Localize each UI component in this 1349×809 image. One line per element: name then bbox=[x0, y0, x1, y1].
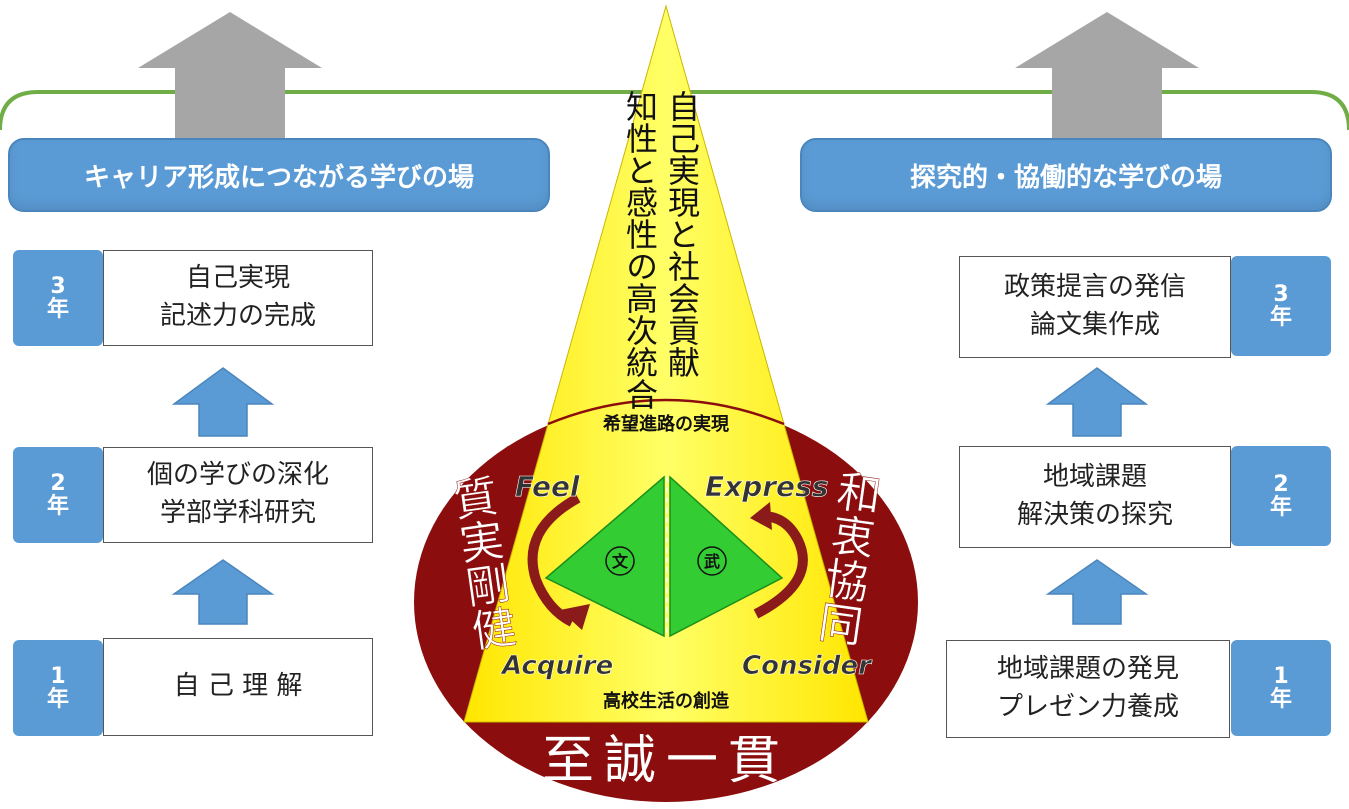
consider-word: Consider bbox=[742, 651, 873, 681]
green-leaf-left bbox=[544, 475, 665, 638]
blue-up-arrow-left-lower bbox=[171, 559, 275, 625]
peak-text-col1: 自己実現と社会貢献 bbox=[663, 90, 701, 378]
bun-seal-text: 文 bbox=[612, 552, 629, 571]
left-grade-1-box: 自 己 理 解 bbox=[103, 638, 373, 736]
bun-seal-icon bbox=[605, 546, 635, 576]
bu-seal-icon bbox=[697, 546, 727, 576]
yellow-pyramid bbox=[463, 4, 869, 723]
right-grade-3-box: 政策提言の発信論文集作成 bbox=[959, 256, 1231, 358]
peak-text-col2: 知性と感性の高次統合 bbox=[621, 90, 659, 410]
left-grade-3-box: 自己実現記述力の完成 bbox=[103, 250, 373, 346]
curved-arrow-left bbox=[527, 493, 581, 627]
bu-seal-text: 武 bbox=[704, 552, 720, 571]
curved-arrow-left-head bbox=[560, 604, 590, 630]
arc-divider bbox=[547, 398, 785, 426]
arc-top-text: 希望進路の実現 bbox=[603, 413, 729, 435]
bottom-banner-text: 至誠一貫 bbox=[542, 731, 790, 791]
express-word: Express bbox=[705, 470, 828, 503]
grey-up-arrow-left bbox=[138, 12, 322, 158]
curved-arrow-right-head bbox=[750, 502, 772, 530]
right-grade-1-box: 地域課題の発見プレゼン力養成 bbox=[946, 640, 1230, 738]
feel-word: Feel bbox=[515, 470, 580, 503]
left-grade-2-box: 個の学びの深化学部学科研究 bbox=[103, 447, 373, 543]
blue-up-arrow-right-lower bbox=[1045, 559, 1149, 625]
right-grade-2-box: 地域課題解決策の探究 bbox=[959, 446, 1231, 548]
blue-up-arrow-left-upper bbox=[171, 367, 275, 437]
acquire-word: Acquire bbox=[500, 651, 613, 681]
curved-arrow-right bbox=[753, 511, 808, 619]
left-header: キャリア形成につながる学びの場 bbox=[8, 138, 550, 212]
bottom-inner-text: 高校生活の創造 bbox=[603, 690, 729, 712]
blue-up-arrow-right-upper bbox=[1045, 367, 1149, 437]
right-header: 探究的・協働的な学びの場 bbox=[800, 138, 1332, 212]
grey-up-arrow-right bbox=[1015, 12, 1199, 158]
